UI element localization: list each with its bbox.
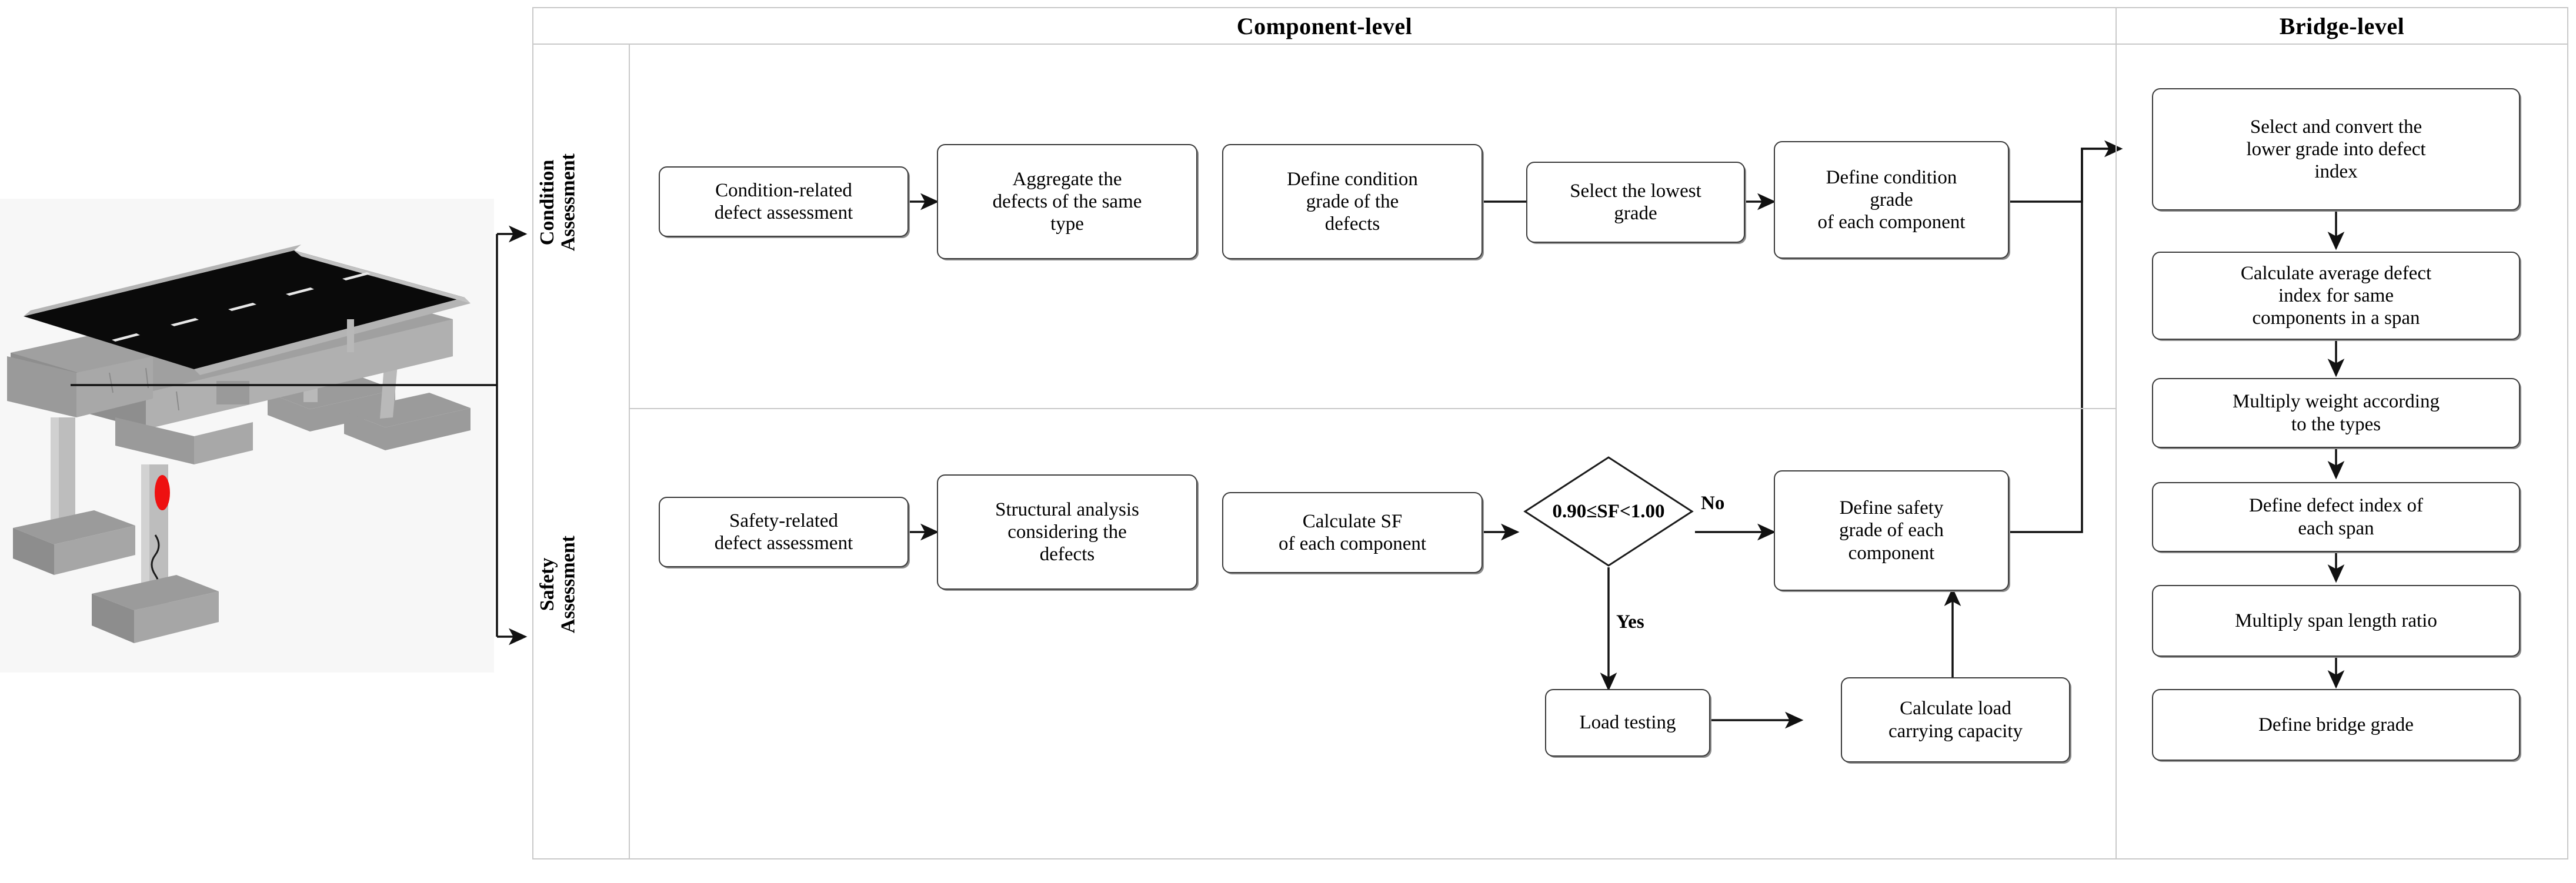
node-define-defect-index-each-span[interactable]: Define defect index of each span	[2152, 482, 2520, 552]
node-structural-analysis-considering-defects[interactable]: Structural analysis considering the defe…	[937, 474, 1197, 590]
edge-label-yes: Yes	[1616, 611, 1644, 633]
vertical-divider-bridge	[2115, 45, 2117, 859]
figure-frame: Component-level Bridge-level Condition A…	[532, 7, 2568, 859]
vertical-divider-rowlabels	[629, 45, 630, 859]
node-calculate-sf-each-component[interactable]: Calculate SF of each component	[1222, 492, 1483, 573]
header-row: Component-level Bridge-level	[533, 8, 2567, 45]
bridge-3d-model-icon	[7, 245, 471, 643]
header-component-level-text: Component-level	[1236, 12, 1413, 39]
node-aggregate-defects-same-type[interactable]: Aggregate the defects of the same type	[937, 144, 1197, 259]
row-label-condition-text: Condition Assessment	[536, 153, 579, 252]
node-load-testing[interactable]: Load testing	[1545, 689, 1710, 757]
node-condition-related-defect-assessment[interactable]: Condition-related defect assessment	[659, 166, 909, 237]
node-calculate-load-carrying-capacity[interactable]: Calculate load carrying capacity	[1841, 677, 2070, 762]
row-label-safety-assessment: Safety Assessment	[536, 473, 579, 696]
diamond-shape-icon	[1523, 456, 1694, 567]
row-label-safety-text: Safety Assessment	[536, 535, 579, 634]
edge-label-no: No	[1701, 493, 1725, 514]
defect-marker	[155, 475, 170, 510]
header-bridge-level-text: Bridge-level	[2279, 12, 2405, 39]
header-component-level: Component-level	[533, 8, 2115, 44]
node-define-condition-grade-of-defects[interactable]: Define condition grade of the defects	[1222, 144, 1483, 259]
decision-sf-range[interactable]: 0.90≤SF<1.00	[1523, 456, 1694, 567]
node-select-lowest-grade[interactable]: Select the lowest grade	[1526, 162, 1745, 243]
node-safety-related-defect-assessment[interactable]: Safety-related defect assessment	[659, 497, 909, 567]
node-select-convert-lower-grade-defect-index[interactable]: Select and convert the lower grade into …	[2152, 88, 2520, 210]
node-define-bridge-grade[interactable]: Define bridge grade	[2152, 689, 2520, 761]
node-multiply-weight-types[interactable]: Multiply weight according to the types	[2152, 378, 2520, 448]
node-calculate-average-defect-index[interactable]: Calculate average defect index for same …	[2152, 252, 2520, 340]
node-define-condition-grade-each-component[interactable]: Define condition grade of each component	[1774, 141, 2009, 259]
bridge-illustration-panel	[0, 199, 494, 673]
row-label-condition-assessment: Condition Assessment	[536, 79, 579, 326]
node-multiply-span-length-ratio[interactable]: Multiply span length ratio	[2152, 585, 2520, 657]
horizontal-divider-rows	[629, 408, 2115, 409]
header-bridge-level: Bridge-level	[2115, 8, 2567, 44]
decision-sf-range-text: 0.90≤SF<1.00	[1552, 500, 1665, 522]
node-define-safety-grade-each-component[interactable]: Define safety grade of each component	[1774, 470, 2009, 591]
